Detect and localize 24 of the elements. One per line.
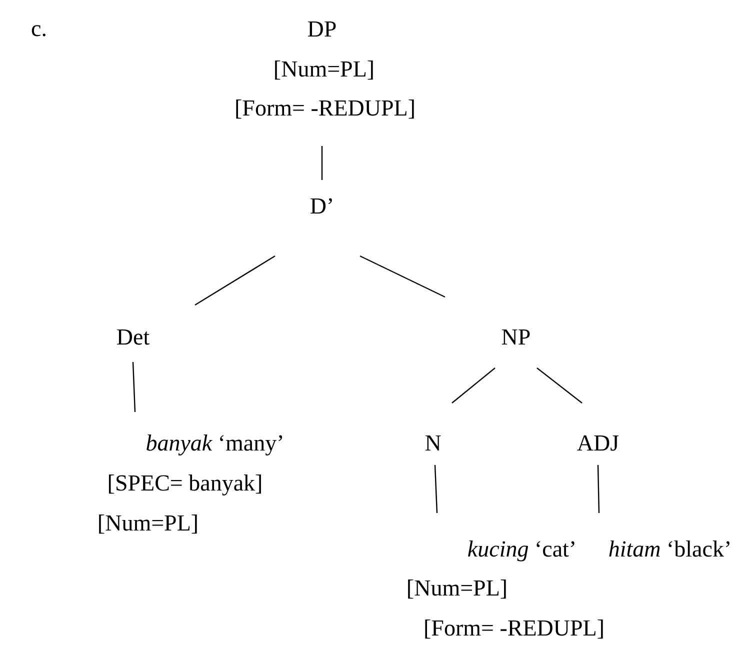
feature-label: [Num=PL] [97, 510, 199, 536]
category-label: D’ [310, 193, 334, 219]
category-label: Det [116, 324, 150, 350]
tree-branch [452, 368, 496, 404]
feature-label: [Form= -REDUPL] [424, 615, 604, 641]
tree-branch [194, 255, 276, 306]
tree-branch [360, 255, 446, 298]
category-label: banyak ‘many’ [146, 430, 284, 456]
tree-branch [321, 146, 323, 180]
category-label: hitam ‘black’ [608, 536, 732, 562]
category-label: NP [501, 324, 531, 350]
tree-branch [597, 464, 600, 514]
category-label: kucing ‘cat’ [467, 536, 577, 562]
category-label: DP [307, 16, 337, 42]
tree-branch [132, 362, 136, 412]
category-label: ADJ [576, 430, 620, 456]
feature-label: [Num=PL] [273, 56, 375, 82]
feature-label: [Form= -REDUPL] [234, 95, 416, 121]
example-label: c. [31, 16, 47, 42]
feature-label: [SPEC= banyak] [107, 470, 263, 496]
category-label: N [424, 430, 442, 456]
tree-branch [536, 368, 582, 404]
tree-branch [434, 464, 438, 514]
feature-label: [Num=PL] [406, 575, 508, 601]
